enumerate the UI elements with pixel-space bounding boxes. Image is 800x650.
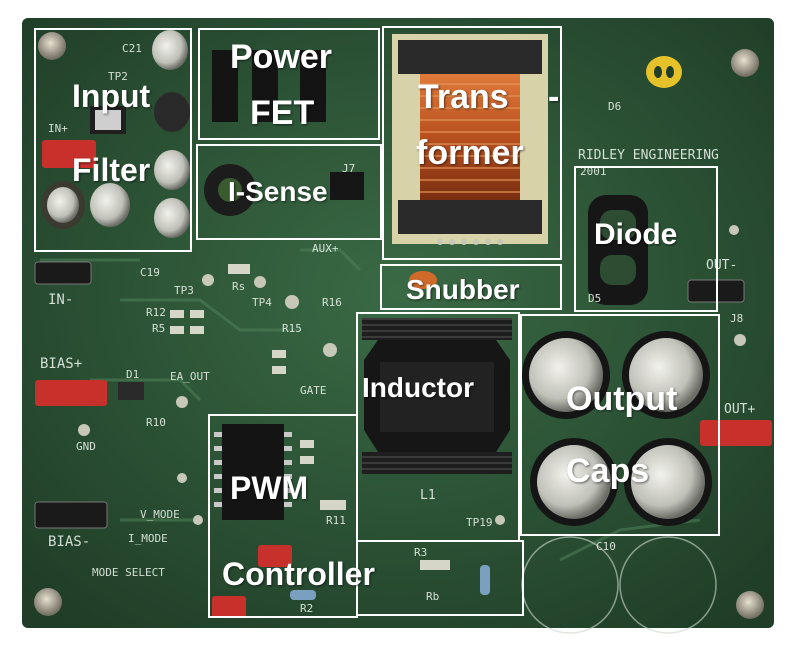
pwm-controller-region-extension [356,540,524,616]
corner-screws [34,32,764,619]
silk-v-mode: V_MODE [140,508,180,521]
label-pwm: PWM [230,470,309,506]
silk-out-plus: OUT+ [724,402,756,417]
pwm-controller-region [208,414,358,618]
label-diode: Diode [594,218,678,251]
label-inductor: Inductor [362,372,474,403]
inductor-component [362,318,512,474]
diode-region [574,166,718,312]
silk-d6: D6 [608,100,622,113]
silk-j7: J7 [342,162,356,175]
label-filter: Filter [72,152,151,188]
i-sense-components [204,164,364,216]
silk-mode-select: MODE SELECT [92,566,165,579]
silk-gnd: GND [76,440,96,453]
silk-r3: R3 [414,546,428,559]
silk-i-mode: I_MODE [128,532,168,545]
smd-parts [118,264,450,570]
silk-bias-minus: BIAS- [48,534,91,550]
label-trans-hyphen: - [548,78,560,116]
silk-out-minus: OUT- [706,258,738,273]
label-trans: Trans [418,78,509,116]
test-points [78,225,746,525]
terminal-bias-plus [35,380,107,406]
terminal-in-plus [42,140,96,168]
silk-maker: RIDLEY ENGINEERING [578,148,719,163]
silk-in-plus: IN+ [48,122,68,135]
silk-r5: R5 [152,322,166,335]
silk-tp3: TP3 [174,284,194,297]
silk-gate: GATE [300,384,327,397]
silk-tp2: TP2 [108,70,128,83]
snubber-region [380,264,562,310]
label-power: Power [230,38,333,76]
power-fet-components [212,50,326,122]
transformer-region [382,26,562,260]
silk-c19: C19 [140,266,160,279]
silk-in-minus: IN- [48,292,74,308]
input-filter-components [41,30,190,238]
inductor-region [356,312,520,542]
output-caps-components [522,331,712,526]
label-output: Output [566,380,678,418]
polarity-marker [646,56,682,88]
pwm-controller-components [212,424,490,618]
terminal-in-minus [34,261,92,285]
output-caps-region [520,314,720,536]
silk-r10: R10 [146,416,166,429]
label-controller: Controller [222,556,375,592]
power-fet-region [198,28,380,140]
silk-tp19: TP19 [466,516,493,529]
silk-r15: R15 [282,322,302,335]
label-input: Input [72,78,151,114]
silk-l1: L1 [420,488,436,503]
screw [34,588,62,616]
silk-bias-plus: BIAS+ [40,356,83,372]
label-fet: FET [250,94,315,132]
screw [38,32,66,60]
silk-j8: J8 [730,312,744,325]
i-sense-region [196,144,382,240]
silk-d1: D1 [126,368,140,381]
silk-r16: R16 [322,296,342,309]
label-former: former [416,134,524,172]
silk-c21: C21 [122,42,142,55]
silk-d5: D5 [588,292,602,305]
snubber-component [409,271,437,289]
input-filter-region [34,28,192,252]
silk-r11: R11 [326,514,346,527]
label-caps: Caps [566,452,650,490]
diode-component [588,195,648,305]
screw [736,591,764,619]
label-snubber: Snubber [406,274,520,305]
silk-rb: Rb [426,590,440,603]
silk-r12: R12 [146,306,166,319]
label-i-sense: I-Sense [228,176,328,207]
silk-ea-out: EA_OUT [170,370,210,383]
transformer-component [392,34,548,244]
silk-tp4: TP4 [252,296,272,309]
screw [731,49,759,77]
terminal-bias-minus [34,501,108,529]
silk-aux: AUX+ [312,242,339,255]
silk-c10: C10 [596,540,616,553]
silk-year: 2001 [580,165,607,178]
silk-rs: Rs [232,280,246,293]
silk-r2: R2 [300,602,314,615]
